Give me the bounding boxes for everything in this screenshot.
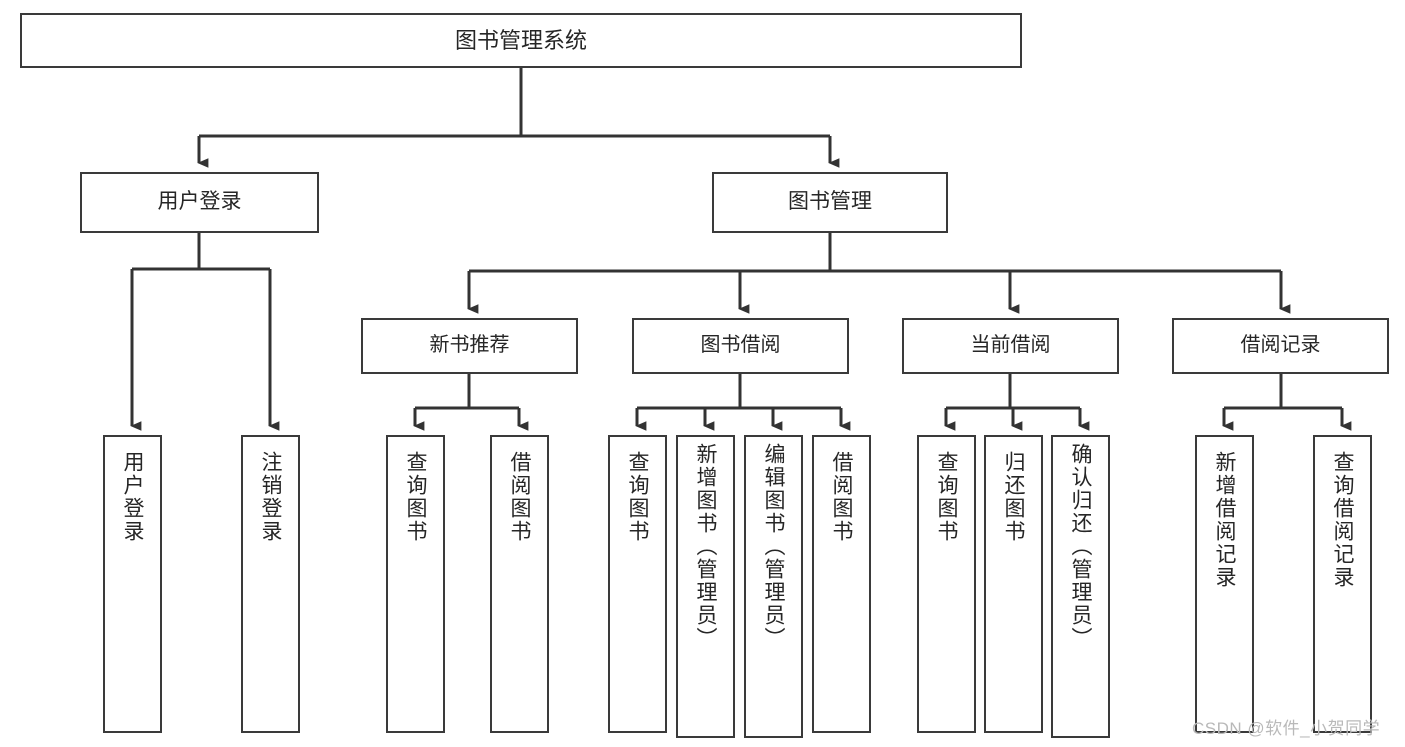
watermark-csdn: CSDN @软件_小贺同学: [1192, 719, 1381, 738]
node-label: 新增图书（管理员）: [694, 443, 717, 650]
node-book-management[interactable]: 图书管理: [712, 172, 948, 233]
leaf-add-borrow-record[interactable]: 新增借阅记录: [1195, 435, 1254, 733]
node-label: 归还图书: [1002, 451, 1025, 543]
node-label: 查询图书: [404, 451, 427, 543]
leaf-add-book-admin[interactable]: 新增图书（管理员）: [676, 435, 735, 738]
node-label: 查询借阅记录: [1331, 451, 1354, 589]
node-label: 图书管理系统: [454, 27, 587, 53]
node-label: 图书管理: [788, 190, 872, 214]
leaf-user-login[interactable]: 用户登录: [103, 435, 162, 733]
node-new-book-recommend[interactable]: 新书推荐: [361, 318, 578, 374]
node-label: 新增借阅记录: [1213, 451, 1236, 589]
node-label: 确认归还（管理员）: [1069, 443, 1092, 650]
node-label: 注销登录: [259, 451, 282, 543]
node-label: 借阅图书: [830, 451, 853, 543]
node-borrow-records[interactable]: 借阅记录: [1172, 318, 1389, 374]
node-current-borrow[interactable]: 当前借阅: [902, 318, 1119, 374]
node-root-system[interactable]: 图书管理系统: [20, 13, 1022, 68]
node-label: 编辑图书（管理员）: [762, 443, 785, 650]
leaf-query-book-current[interactable]: 查询图书: [917, 435, 976, 733]
node-label: 用户登录: [121, 451, 144, 543]
leaf-borrow-book[interactable]: 借阅图书: [812, 435, 871, 733]
node-label: 借阅记录: [1240, 334, 1321, 357]
leaf-return-book[interactable]: 归还图书: [984, 435, 1043, 733]
leaf-edit-book-admin[interactable]: 编辑图书（管理员）: [744, 435, 803, 738]
node-label: 用户登录: [157, 190, 242, 214]
leaf-confirm-return-admin[interactable]: 确认归还（管理员）: [1051, 435, 1110, 738]
node-label: 图书借阅: [700, 334, 781, 357]
leaf-query-book-borrow[interactable]: 查询图书: [608, 435, 667, 733]
node-book-borrow[interactable]: 图书借阅: [632, 318, 849, 374]
node-label: 当前借阅: [970, 334, 1051, 357]
node-label: 查询图书: [935, 451, 958, 543]
leaf-borrow-book-newbook[interactable]: 借阅图书: [490, 435, 549, 733]
node-label: 查询图书: [626, 451, 649, 543]
node-user-login[interactable]: 用户登录: [80, 172, 319, 233]
node-label: 新书推荐: [429, 334, 510, 357]
node-label: 借阅图书: [508, 451, 531, 543]
leaf-query-borrow-record[interactable]: 查询借阅记录: [1313, 435, 1372, 733]
leaf-logout[interactable]: 注销登录: [241, 435, 300, 733]
leaf-query-book-newbook[interactable]: 查询图书: [386, 435, 445, 733]
